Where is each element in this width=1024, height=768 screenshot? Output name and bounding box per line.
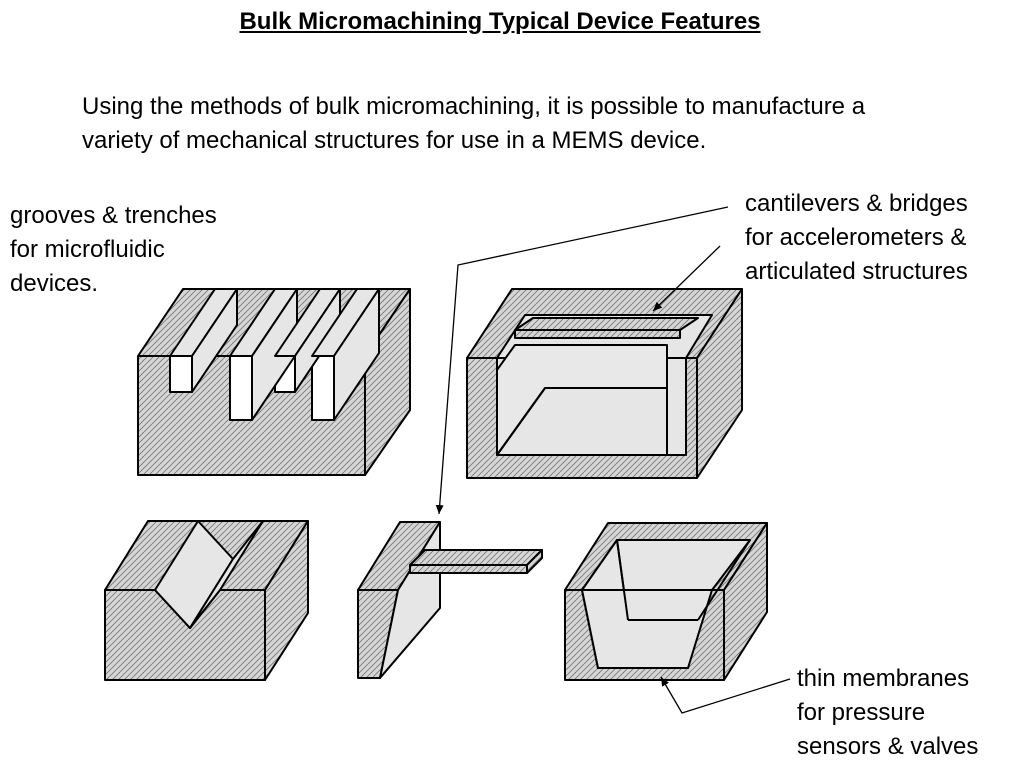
intro-text: Using the methods of bulk micromachining… xyxy=(82,90,1022,158)
vgroove-cavity-left xyxy=(154,520,234,629)
cantilever-base-slope xyxy=(379,521,441,679)
v-groove-block xyxy=(104,520,309,681)
vgroove-top-surface xyxy=(104,520,309,591)
grooves-trenches-block xyxy=(137,288,411,476)
groove-cavity xyxy=(333,288,380,421)
bridge-beam xyxy=(514,317,699,331)
membrane-block xyxy=(564,522,768,681)
membrane-front-face xyxy=(564,589,725,681)
cantilever-base-top xyxy=(357,521,441,591)
intro-line-2: variety of mechanical structures for use… xyxy=(82,127,707,154)
label-line: for microfluidic xyxy=(10,236,165,263)
membrane-pit-front xyxy=(581,589,713,669)
groove-cavity xyxy=(191,288,238,393)
frame-front-face xyxy=(466,357,698,479)
cantilever-base-front xyxy=(357,589,399,679)
label-line: for pressure xyxy=(797,699,926,726)
intro-line-1: Using the methods of bulk micromachining… xyxy=(82,93,866,120)
vgroove-right-face xyxy=(264,520,309,681)
membrane-pit-opening xyxy=(581,539,751,591)
label-line: cantilevers & bridges xyxy=(745,190,968,217)
membrane-leader-arrow xyxy=(660,676,791,714)
label-grooves-trenches: grooves & trenches for microfluidic devi… xyxy=(10,199,217,301)
membrane-pit-left-wall xyxy=(581,539,629,669)
grooves-right-face xyxy=(364,288,411,476)
label-line: devices. xyxy=(10,270,99,297)
frame-cavity-inner xyxy=(496,357,687,456)
groove-cavity xyxy=(274,288,341,357)
bridge-beam-front xyxy=(514,329,681,339)
groove-cavity xyxy=(251,288,298,421)
vgroove-cavity-right xyxy=(189,520,264,629)
membrane-pit-floor xyxy=(597,619,699,669)
label-line: grooves & trenches xyxy=(10,202,217,229)
frame-cavity-back xyxy=(496,344,668,456)
frame-top-rim xyxy=(466,288,743,359)
frame-right-face xyxy=(696,288,743,479)
label-line: for accelerometers & xyxy=(745,224,967,251)
grooves-front-face xyxy=(137,355,366,476)
membrane-top-rim xyxy=(564,522,768,591)
cantilever-beam-top xyxy=(409,549,543,566)
label-thin-membranes: thin membranes for pressure sensors & va… xyxy=(797,662,978,764)
cantilever-leader-arrow xyxy=(435,206,729,515)
label-cantilevers-bridges: cantilevers & bridges for accelerometers… xyxy=(745,187,968,289)
label-line: thin membranes xyxy=(797,665,970,692)
groove-cavity xyxy=(229,288,298,357)
groove-cavity xyxy=(311,288,380,357)
vgroove-front-face xyxy=(104,589,266,681)
label-line: sensors & valves xyxy=(797,733,979,760)
groove-cavity xyxy=(294,288,341,393)
membrane-right-face xyxy=(723,522,768,681)
cantilever-beam-front xyxy=(409,564,528,574)
slide-title: Bulk Micromachining Typical Device Featu… xyxy=(239,8,761,35)
cantilever-block xyxy=(357,521,543,679)
frame-cavity xyxy=(496,314,713,359)
bridge-frame-block xyxy=(466,288,743,479)
bridge-leader-arrow xyxy=(652,245,721,312)
cantilever-beam-end xyxy=(526,549,543,574)
label-line: articulated structures xyxy=(745,258,968,285)
